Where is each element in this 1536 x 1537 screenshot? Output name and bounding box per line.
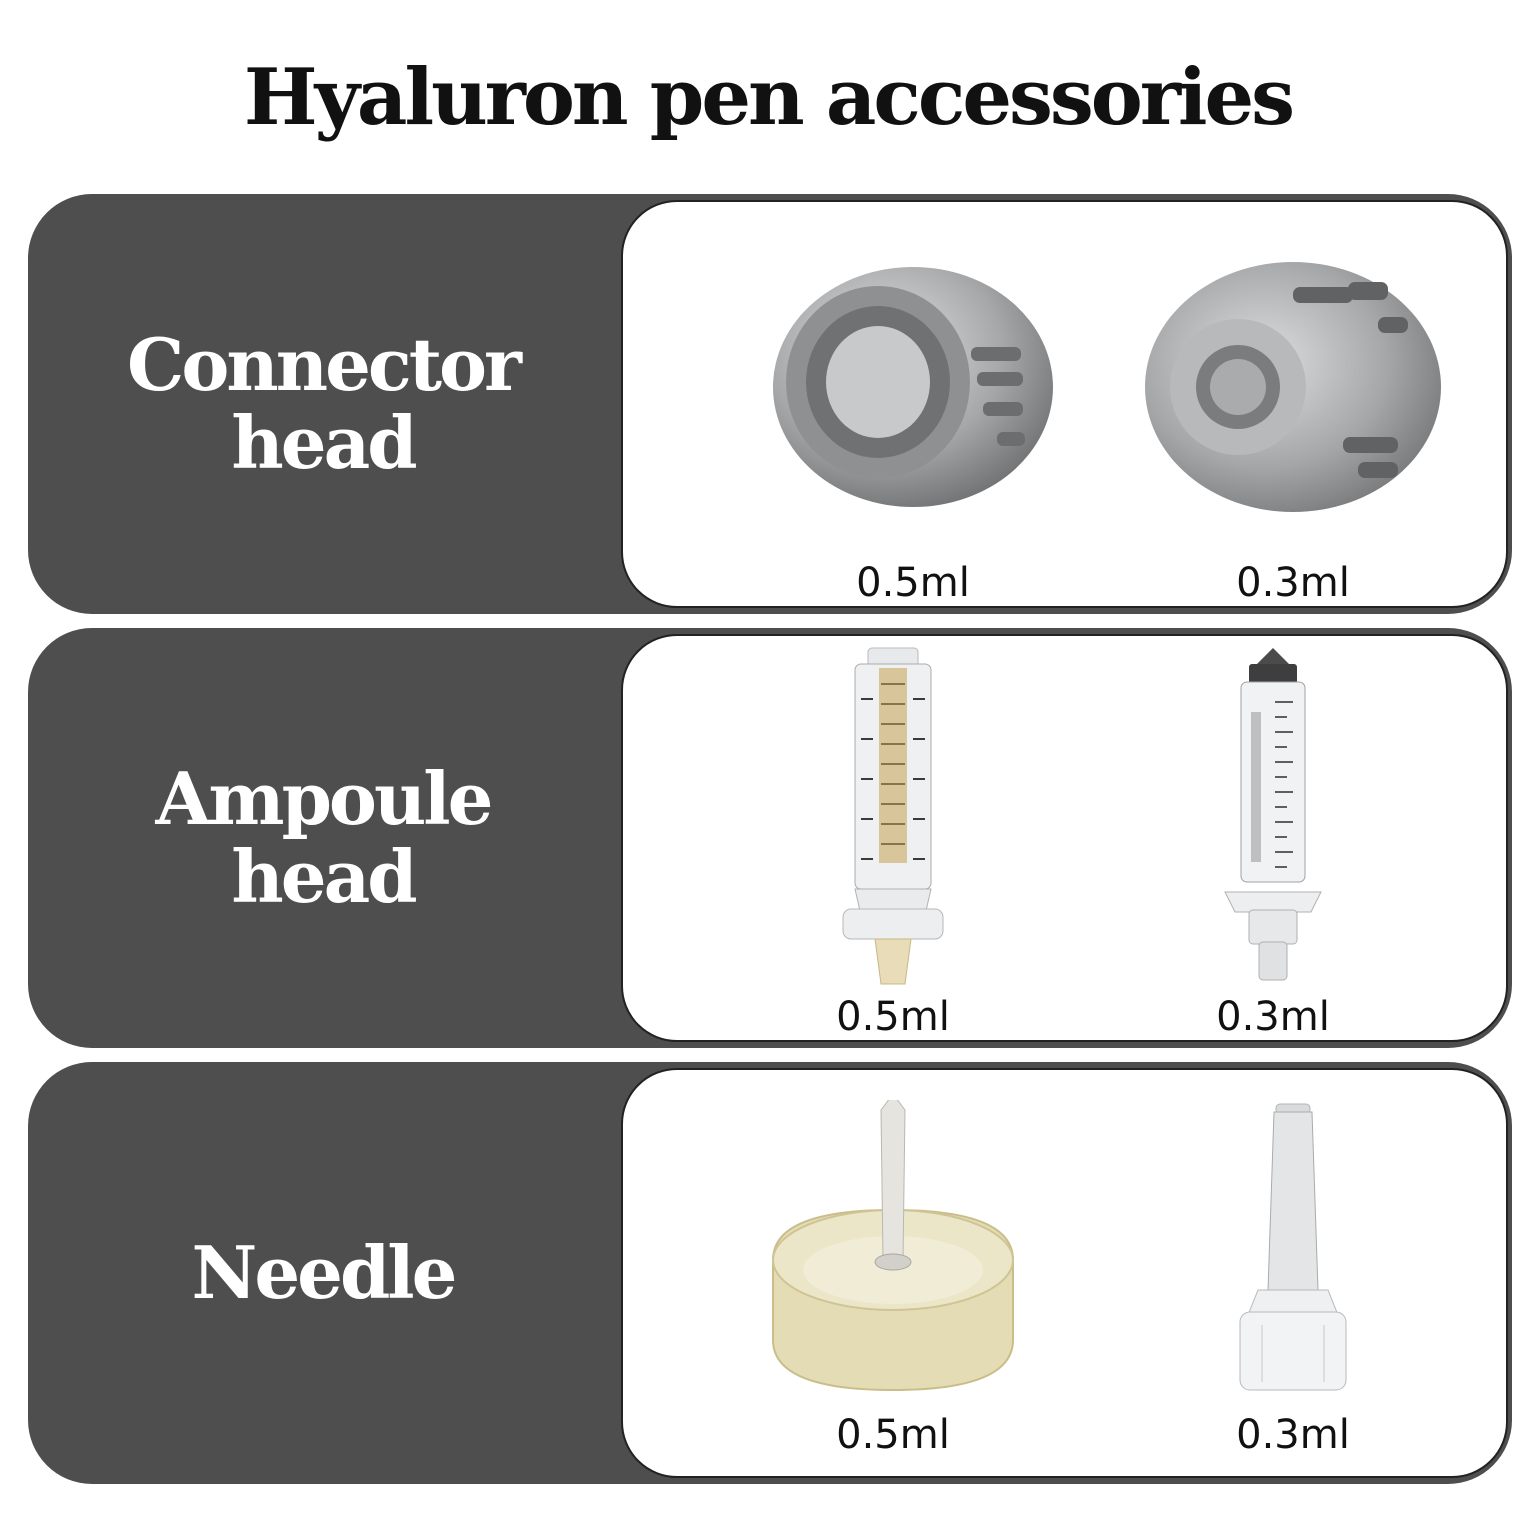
- row-label-line1: Ampoule: [155, 756, 494, 841]
- needle-0.3ml-icon: [1239, 1103, 1347, 1391]
- product-caption: 0.3ml: [1236, 1412, 1350, 1458]
- row-label-line2: head: [231, 400, 417, 485]
- row-label-line1: Connector: [127, 322, 522, 407]
- product-caption: 0.3ml: [1216, 994, 1330, 1040]
- needle-0.5ml-icon: [772, 1100, 1014, 1392]
- product-caption: 0.5ml: [836, 1412, 950, 1458]
- connector-head-0.5ml-icon: [773, 267, 1053, 507]
- row-label: Needle: [28, 1062, 618, 1484]
- row-label-line2: head: [231, 834, 417, 919]
- product-panel: 0.5ml 0.3m: [621, 200, 1508, 608]
- ampoule-0.3ml-icon: [1224, 648, 1322, 981]
- connector-head-0.3ml-icon: [1145, 262, 1441, 512]
- page-title: Hyaluron pen accessories: [243, 52, 1295, 143]
- product-item-needle-0.3ml: 0.3ml: [1103, 1070, 1483, 1476]
- product-panel: 0.5ml 0.3ml: [621, 634, 1508, 1042]
- product-item-ampoule-0.5ml: 0.5ml: [703, 636, 1083, 1040]
- product-item-ampoule-0.3ml: 0.3ml: [1083, 636, 1463, 1040]
- product-caption: 0.3ml: [1236, 560, 1350, 606]
- product-caption: 0.5ml: [856, 560, 970, 606]
- ampoule-0.5ml-icon: [842, 647, 944, 985]
- row-needle: Needle 0.5ml 0.3ml: [28, 1062, 1512, 1484]
- row-connector-head: Connector head: [28, 194, 1512, 614]
- product-item-connector-0.3ml: 0.3ml: [1103, 202, 1483, 606]
- row-ampoule-head: Ampoule head 0.5ml: [28, 628, 1512, 1048]
- product-caption: 0.5ml: [836, 994, 950, 1040]
- product-item-connector-0.5ml: 0.5ml: [723, 202, 1103, 606]
- product-panel: 0.5ml 0.3ml: [621, 1068, 1508, 1478]
- row-label-line1: Needle: [191, 1230, 458, 1315]
- row-label: Connector head: [28, 194, 618, 614]
- row-label: Ampoule head: [28, 628, 618, 1048]
- product-item-needle-0.5ml: 0.5ml: [703, 1070, 1083, 1476]
